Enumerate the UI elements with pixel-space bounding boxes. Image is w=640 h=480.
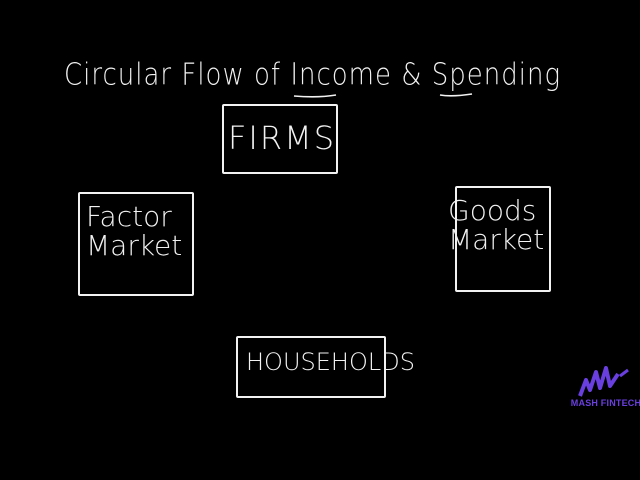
factor-market-label: Factor Market [86,200,183,263]
goods-market-box [455,186,551,292]
firms-box [222,104,338,174]
logo-bars-icon [578,366,629,397]
firms-label: FIRMS [228,119,336,157]
households-box [236,336,386,398]
logo-text: MASH FINTECH [570,398,640,408]
households-label: HOUSEHOLDS [246,348,415,376]
mash-fintech-logo: MASH FINTECH [570,366,640,426]
goods-market-label: Goods Market [448,194,545,257]
factor-market-box [78,192,194,296]
diagram-title: Circular Flow of Income & Spending [64,58,562,93]
